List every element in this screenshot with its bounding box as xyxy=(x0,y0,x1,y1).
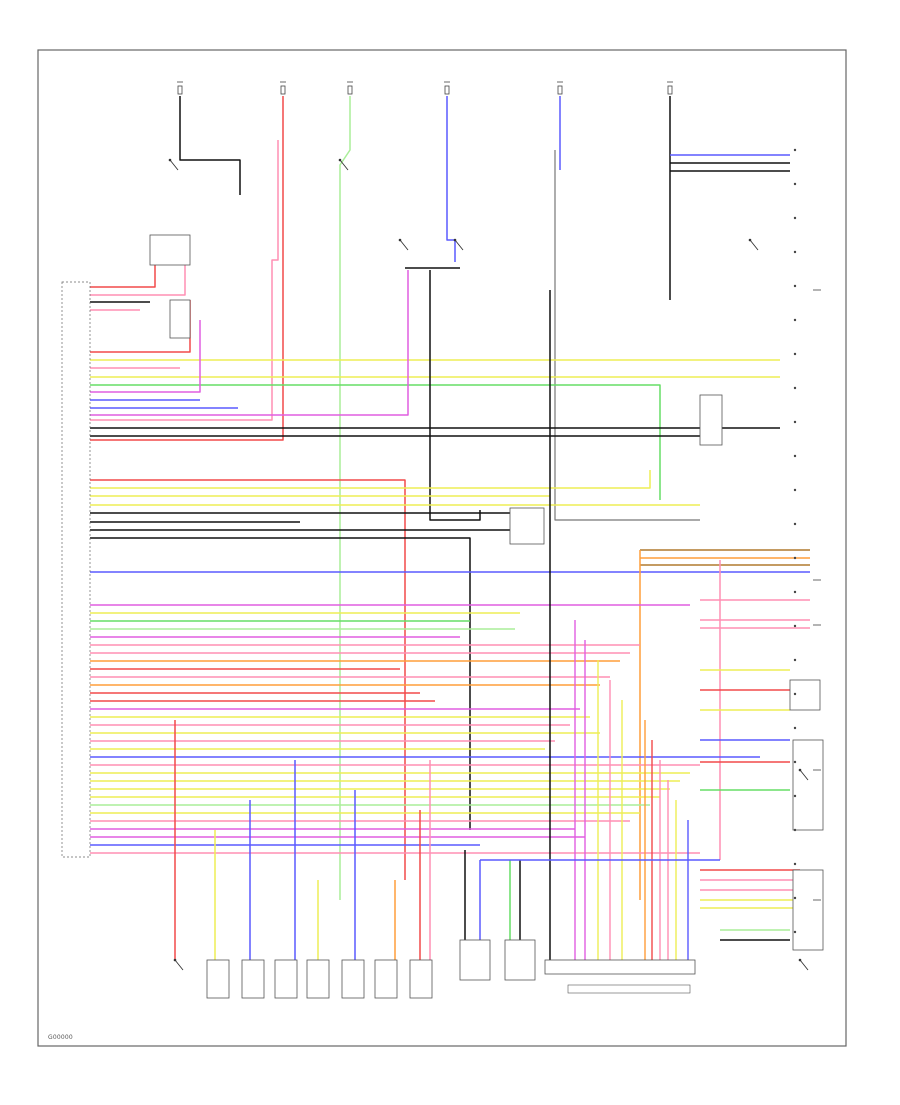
fuse-2 xyxy=(347,85,353,95)
sensor-4 xyxy=(306,959,330,999)
pin-15 xyxy=(793,658,797,662)
wire-black-26 xyxy=(429,270,481,521)
pin-1 xyxy=(793,182,797,186)
components xyxy=(61,81,824,999)
wire-harness xyxy=(90,96,810,960)
ecm-fuse-block xyxy=(169,299,191,339)
wire-blue-4 xyxy=(446,96,456,262)
pin-16 xyxy=(793,692,797,696)
wire-pink-12 xyxy=(90,265,186,296)
diagram-border xyxy=(37,49,847,1047)
wire-red-11 xyxy=(90,260,156,288)
pin-20 xyxy=(793,828,797,832)
sensor-1 xyxy=(206,959,230,999)
brake-switch-pivot xyxy=(798,768,802,772)
throttle-relay xyxy=(509,507,545,545)
pin-12 xyxy=(793,556,797,560)
wire-gray-6 xyxy=(554,150,700,521)
cruise-switch-pivot xyxy=(453,238,457,242)
wire-pink-2 xyxy=(90,140,279,421)
fuse-1 xyxy=(280,85,286,95)
pin-0 xyxy=(793,148,797,152)
pin-8 xyxy=(793,420,797,424)
dlc-pins xyxy=(567,984,691,994)
pin-10 xyxy=(793,488,797,492)
pin-22 xyxy=(793,896,797,900)
pin-7 xyxy=(793,386,797,390)
tcc-solenoid xyxy=(699,394,723,446)
wire-lightgreen-3 xyxy=(339,96,351,900)
fuse-4 xyxy=(557,85,563,95)
brake-switch xyxy=(799,769,809,781)
park-neutral-switch xyxy=(174,959,184,971)
sensor-5 xyxy=(341,959,365,999)
pin-14 xyxy=(793,624,797,628)
wire-violet-20 xyxy=(90,320,201,393)
sensor-connector-b xyxy=(504,939,536,981)
main-relay-switch-pivot xyxy=(338,158,342,162)
range-switch xyxy=(799,959,809,971)
pin-13 xyxy=(793,590,797,594)
fuse-5 xyxy=(667,85,673,95)
brake-light-switch xyxy=(399,239,409,251)
pin-4 xyxy=(793,284,797,288)
pin-2 xyxy=(793,216,797,220)
cruise-switch xyxy=(454,239,464,251)
ignition-switch-pivot xyxy=(168,158,172,162)
data-link-connector xyxy=(544,959,696,975)
ecm-connector-outline xyxy=(61,281,91,858)
wire-black-0 xyxy=(179,96,241,195)
pin-19 xyxy=(793,794,797,798)
wire-green-19 xyxy=(90,384,661,500)
sensor-7 xyxy=(409,959,433,999)
wire-red-28 xyxy=(90,479,406,880)
range-switch-box xyxy=(792,869,824,951)
wire-yellow-29 xyxy=(90,470,651,489)
pin-17 xyxy=(793,726,797,730)
od-switch-pivot xyxy=(748,238,752,242)
pin-21 xyxy=(793,862,797,866)
pin-11 xyxy=(793,522,797,526)
pin-6 xyxy=(793,352,797,356)
pin-23 xyxy=(793,930,797,934)
brake-light-switch-pivot xyxy=(398,238,402,242)
ignition-switch xyxy=(169,159,179,171)
range-switch-pivot xyxy=(798,958,802,962)
wire-red-1 xyxy=(90,96,284,441)
fuse-3 xyxy=(444,85,450,95)
sensor-3 xyxy=(274,959,298,999)
wire-black-25 xyxy=(90,400,716,437)
diagram-code: G00000 xyxy=(48,1034,73,1041)
main-relay-switch xyxy=(339,159,349,171)
wire-violet-23 xyxy=(90,270,409,416)
pin-9 xyxy=(793,454,797,458)
fuse-0 xyxy=(177,85,183,95)
ecm-relay xyxy=(149,234,191,266)
pin-5 xyxy=(793,318,797,322)
wire-black-35 xyxy=(90,537,471,830)
sensor-2 xyxy=(241,959,265,999)
sensor-connector-a xyxy=(459,939,491,981)
brake-switch-box xyxy=(792,739,824,831)
od-switch xyxy=(749,239,759,251)
pin-3 xyxy=(793,250,797,254)
sensor-6 xyxy=(374,959,398,999)
pin-18 xyxy=(793,760,797,764)
park-neutral-switch-pivot xyxy=(173,958,177,962)
